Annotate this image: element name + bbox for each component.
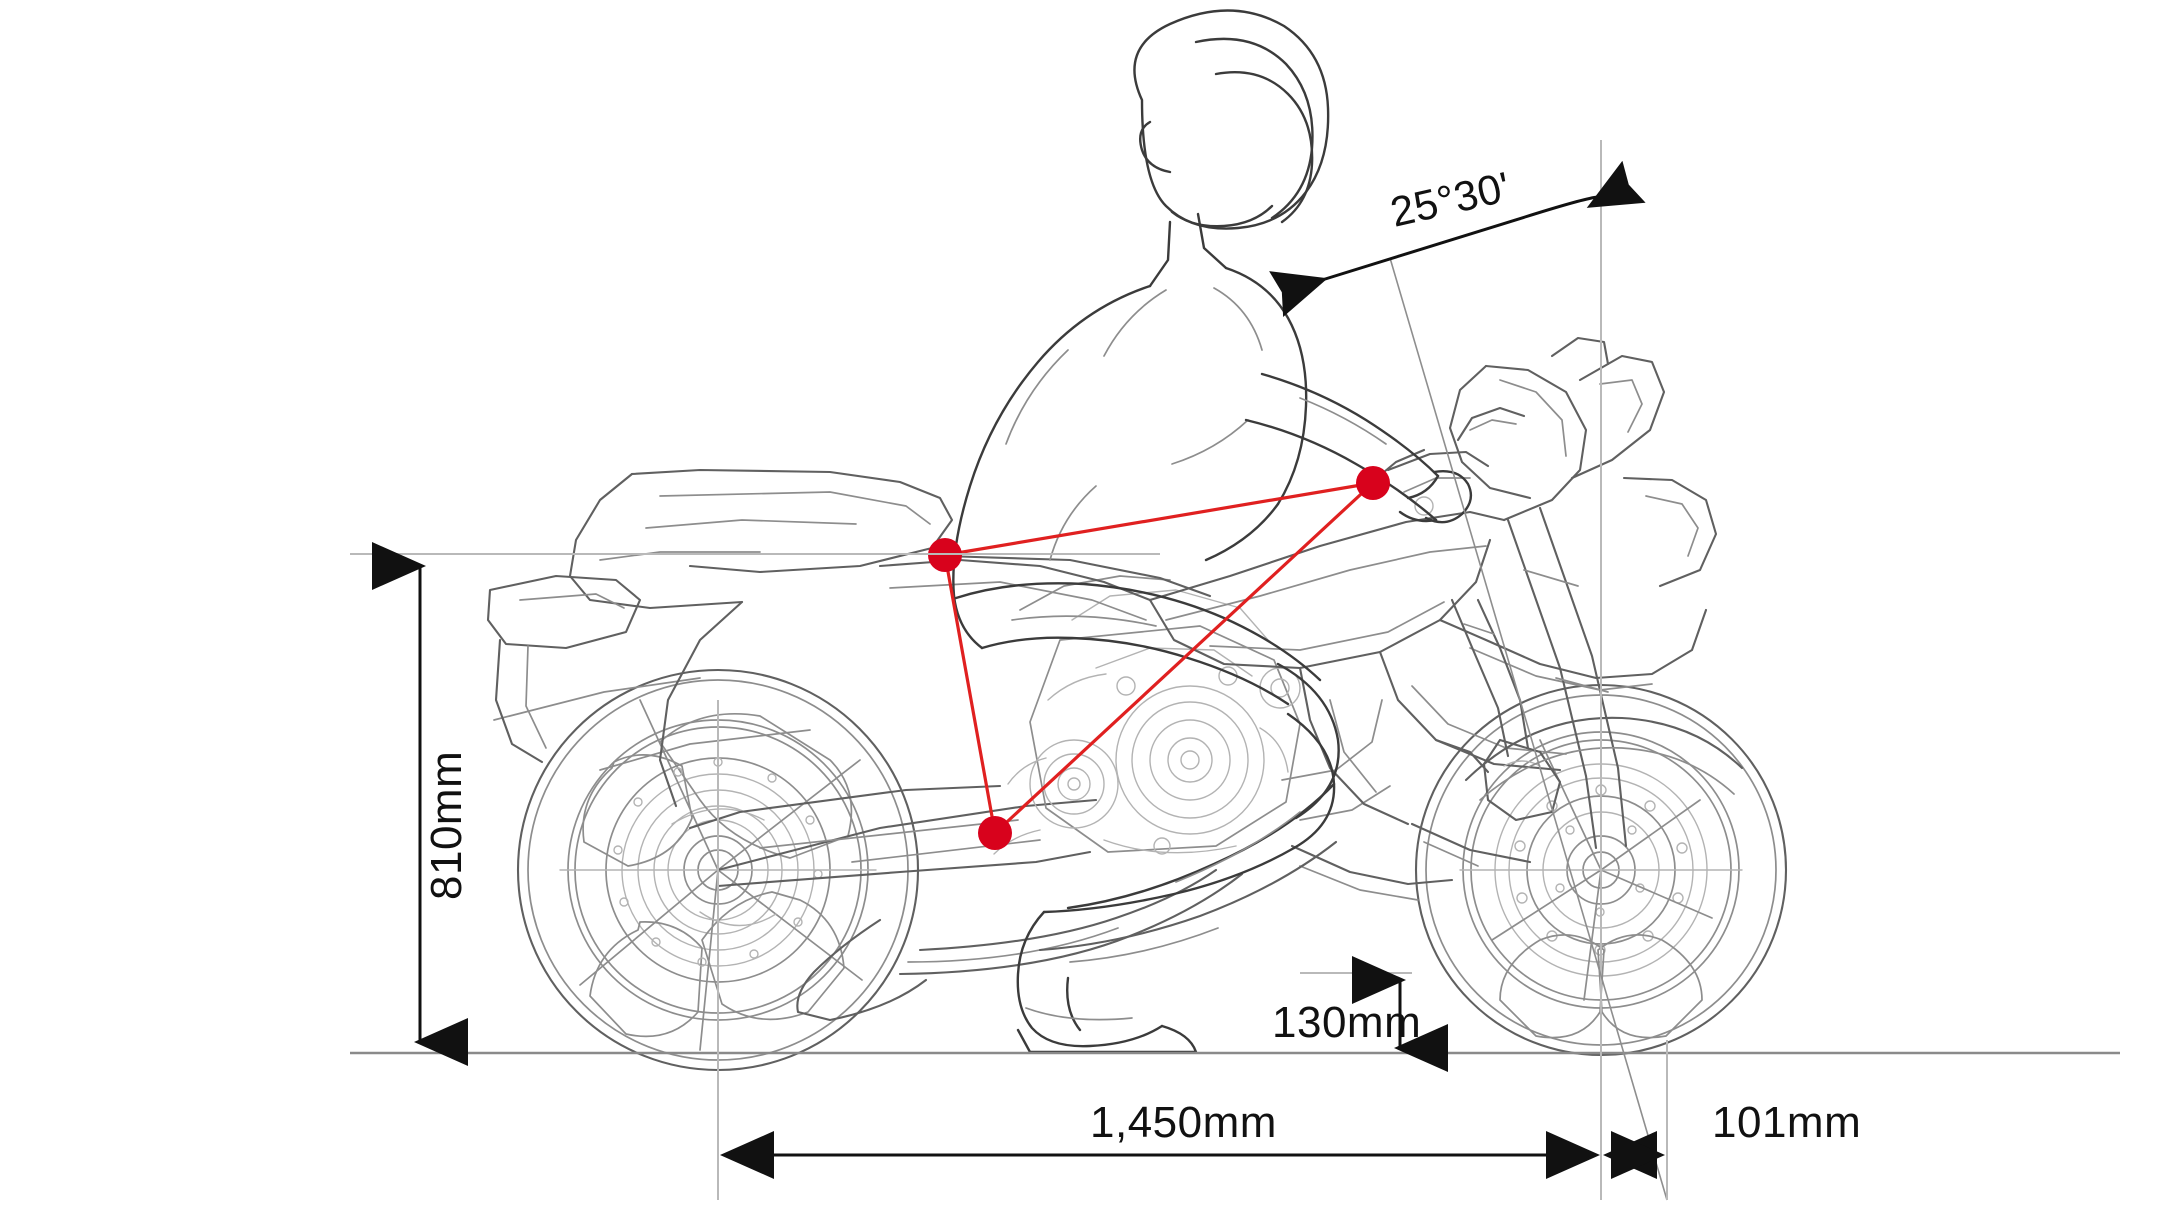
- engine-assembly: [993, 575, 1391, 855]
- front-fork: [1370, 406, 1744, 867]
- handlebar-grip-point-marker: [1356, 466, 1390, 500]
- rider-figure: [952, 9, 1473, 1054]
- bodywork: [486, 336, 1718, 963]
- seat-height-label: 810mm: [422, 750, 471, 900]
- rake-angle-dimension: [1269, 160, 1646, 317]
- wheelbase-label: 1,450mm: [1090, 1098, 1277, 1147]
- rider-triangle: [928, 466, 1390, 850]
- swingarm-and-exhaust: [493, 677, 1244, 1022]
- triangle-outline: [943, 481, 1375, 835]
- trail-label: 101mm: [1712, 1098, 1862, 1147]
- footpeg-point-marker: [978, 816, 1012, 850]
- steering-axis-line: [1389, 257, 1668, 1201]
- ground-clearance-dimension: [1300, 956, 1448, 1072]
- ground-clearance-label: 130mm: [1272, 998, 1422, 1047]
